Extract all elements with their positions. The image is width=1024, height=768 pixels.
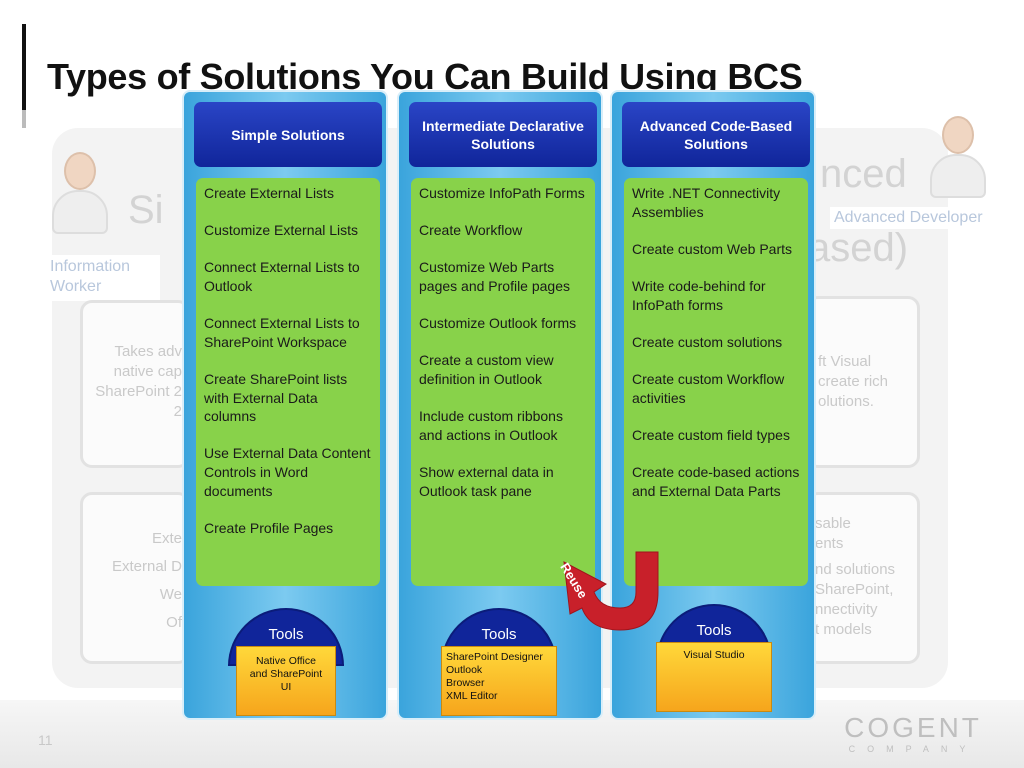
advanced-developer-icon [930,116,986,198]
list-item: Create a custom view definition in Outlo… [419,352,554,387]
tools-label: Tools [268,626,304,643]
column-intermediate-solutions: Intermediate Declarative Solutions Custo… [397,90,603,720]
reuse-arrow-icon [563,551,659,631]
bg-left-heading: Si [128,188,164,232]
list-item: Create custom field types [632,426,790,443]
bg-left-box-1 [80,300,190,468]
information-worker-label: Information Worker [46,255,160,301]
column-heading: Simple Solutions [194,102,382,167]
list-item: Write code-behind for InfoPath forms [632,277,766,313]
column-simple-solutions: Simple Solutions Create External Lists C… [182,90,388,720]
bg-left-box-2 [80,492,190,664]
tools-box: Visual Studio [656,642,772,712]
information-worker-icon [52,152,108,234]
list-item: Customize External Lists [204,222,359,239]
list-item: Create custom Web Parts [632,240,793,257]
list-item: Connect External Lists to SharePoint Wor… [204,315,360,350]
cogent-logo: COGENT COMPANY [844,712,982,754]
list-item: Show external data in Outlook task pane [419,463,554,499]
list-item: Customize Web Parts pages and Profile pa… [419,259,570,294]
list-item: Create SharePoint lists with External Da… [204,370,348,425]
column-heading: Advanced Code-Based Solutions [622,102,810,167]
list-item: Create External Lists [204,185,334,201]
list-item: Include custom ribbons and actions in Ou… [419,408,563,443]
list-item: Create code-based actions and External D… [632,463,800,499]
tools-label: Tools [481,626,517,643]
list-item: Create Workflow [419,222,523,239]
column-advanced-solutions: Advanced Code-Based Solutions Write .NET… [610,90,816,720]
page-number: 11 [38,732,53,748]
column-items: Customize InfoPath Forms Create Workflow… [411,178,595,586]
list-item: Create Profile Pages [204,519,334,536]
column-heading: Intermediate Declarative Solutions [409,102,597,167]
list-item: Create custom solutions [632,333,783,350]
title-accent-bar-lower [22,110,26,128]
list-item: Write .NET Connectivity Assemblies [632,185,781,220]
column-items: Create External Lists Customize External… [196,178,380,586]
list-item: Create custom Workflow activities [632,370,785,406]
title-accent-bar [22,24,26,110]
list-item: Connect External Lists to Outlook [204,259,360,294]
bg-right-heading-2: ased) [808,226,909,270]
tools-label: Tools [696,622,732,639]
bg-right-box-1 [806,296,920,468]
list-item: Use External Data Content Controls in Wo… [204,445,371,499]
tools-section: Tools Visual Studio [656,604,772,716]
list-item: Customize InfoPath Forms [419,185,585,201]
column-items: Write .NET Connectivity Assemblies Creat… [624,178,808,586]
list-item: Customize Outlook forms [419,315,577,332]
bg-right-heading: nced [820,152,907,196]
advanced-developer-label: Advanced Developer [830,207,987,229]
